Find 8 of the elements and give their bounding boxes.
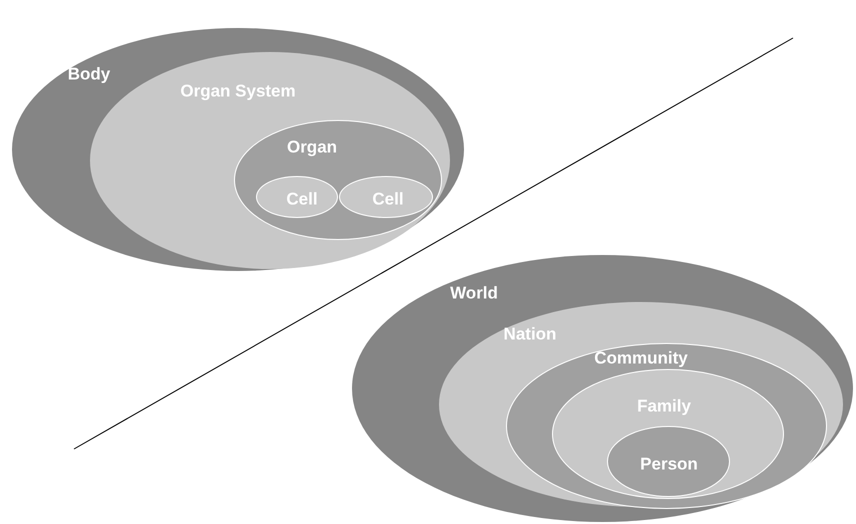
- ellipse-label: Organ: [286, 138, 338, 156]
- ellipse-label: World: [450, 284, 498, 302]
- small-ellipse: [339, 176, 433, 218]
- ellipse-label: Nation: [504, 326, 556, 342]
- ellipse-label: Body: [68, 66, 110, 82]
- small-ellipse: [256, 176, 338, 218]
- ellipse-label: Community: [594, 350, 688, 366]
- ellipse-label: Person: [640, 456, 698, 472]
